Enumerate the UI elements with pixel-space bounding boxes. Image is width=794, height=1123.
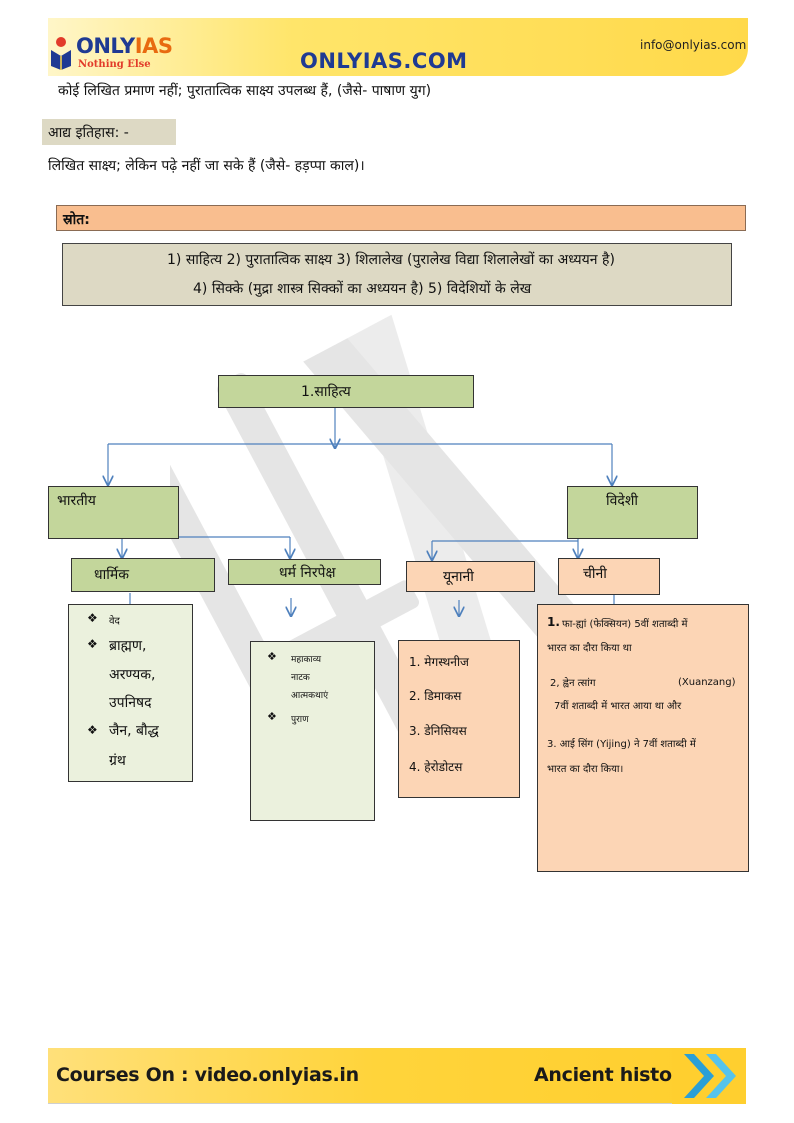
onlyias-logo: ONLYIAS Nothing Else (48, 30, 178, 76)
chinese-travellers-list: 1. फा-ह्यां (फेक्सियन) 5वीं शताब्दी में … (537, 604, 749, 872)
foreign-node: विदेशी (567, 486, 698, 539)
greek-writers-list: 1. मेगस्थनीज 2. डिमाकस 3. डेनिसियस 4. हे… (398, 640, 520, 798)
list-item: जैन, बौद्ध (109, 723, 159, 739)
list-item: 2, ह्वेन त्सांग (550, 678, 596, 689)
sources-line-1: 1) साहित्य 2) पुरातात्विक साक्ष्य 3) शिल… (167, 252, 615, 268)
secular-texts-list: ❖ महाकाव्य नाटक आत्मकथाएं ❖ पुराण (250, 641, 375, 821)
indian-node: भारतीय (48, 486, 179, 539)
list-item: 3. डेनिसियस (409, 724, 467, 738)
chinese-node: चीनी (558, 558, 660, 595)
list-item: महाकाव्य (291, 655, 322, 665)
list-item: फा-ह्यां (फेक्सियन) 5वीं शताब्दी में (562, 619, 688, 630)
list-item: ग्रंथ (109, 753, 126, 769)
list-item: वेद (109, 616, 120, 627)
diamond-bullet-icon: ❖ (87, 637, 98, 651)
chevron-right-icon (672, 1048, 746, 1104)
proto-history-text: लिखित साक्ष्य; लेकिन पढ़े नहीं जा सके है… (48, 158, 365, 174)
list-item: भारत का दौरा किया था (547, 643, 632, 654)
list-item: नाटक (291, 673, 310, 683)
list-item: भारत का दौरा किया। (547, 764, 624, 775)
list-item: 4. हेरोडोटस (409, 760, 463, 774)
diamond-bullet-icon: ❖ (87, 723, 98, 737)
list-item: पुराण (291, 715, 309, 725)
diamond-bullet-icon: ❖ (267, 710, 277, 723)
logo-wordmark: ONLYIAS (76, 34, 173, 58)
greek-node: यूनानी (406, 561, 535, 592)
sources-list: 1) साहित्य 2) पुरातात्विक साक्ष्य 3) शिल… (62, 243, 732, 306)
literature-root-node: 1.साहित्य (218, 375, 474, 408)
prehistory-text: कोई लिखित प्रमाण नहीं; पुरातात्विक साक्ष… (58, 83, 432, 99)
list-item: 2. डिमाकस (409, 689, 462, 703)
list-item: आत्मकथाएं (291, 691, 329, 701)
list-item: (Xuanzang) (678, 677, 736, 688)
list-item: 7वीं शताब्दी में भारत आया था और (554, 701, 682, 712)
secular-node: धर्म निरपेक्ष (228, 559, 381, 585)
logo-tagline: Nothing Else (78, 59, 151, 70)
list-item: 3. आई सिंग (Yijing) ने 7वीं शताब्दी में (547, 739, 696, 750)
sources-heading: स्रोत: (56, 205, 746, 231)
list-item: 1. मेगस्थनीज (409, 655, 469, 669)
diamond-bullet-icon: ❖ (87, 611, 98, 625)
reader-logo-icon (51, 37, 71, 70)
list-item: उपनिषद (109, 695, 152, 711)
header-banner (48, 18, 748, 76)
courses-link[interactable]: Courses On : video.onlyias.in (56, 1064, 359, 1086)
footer-banner (48, 1048, 698, 1104)
contact-email[interactable]: info@onlyias.com (640, 38, 747, 52)
subject-label: Ancient history (534, 1064, 693, 1086)
religious-texts-list: ❖ वेद ❖ ब्राह्मण, अरण्यक, उपनिषद ❖ जैन, … (68, 604, 193, 782)
site-name[interactable]: ONLYIAS.COM (300, 49, 468, 73)
list-item: 1. (547, 615, 560, 629)
proto-history-label: आद्य इतिहास: - (42, 119, 176, 145)
list-item: ब्राह्मण, (109, 638, 147, 654)
list-item: अरण्यक, (109, 667, 156, 683)
footer-divider (48, 1103, 746, 1104)
sources-line-2: 4) सिक्के (मुद्रा शास्त्र सिक्कों का अध्… (193, 281, 532, 297)
diamond-bullet-icon: ❖ (267, 650, 277, 663)
religious-node: धार्मिक (71, 558, 215, 592)
